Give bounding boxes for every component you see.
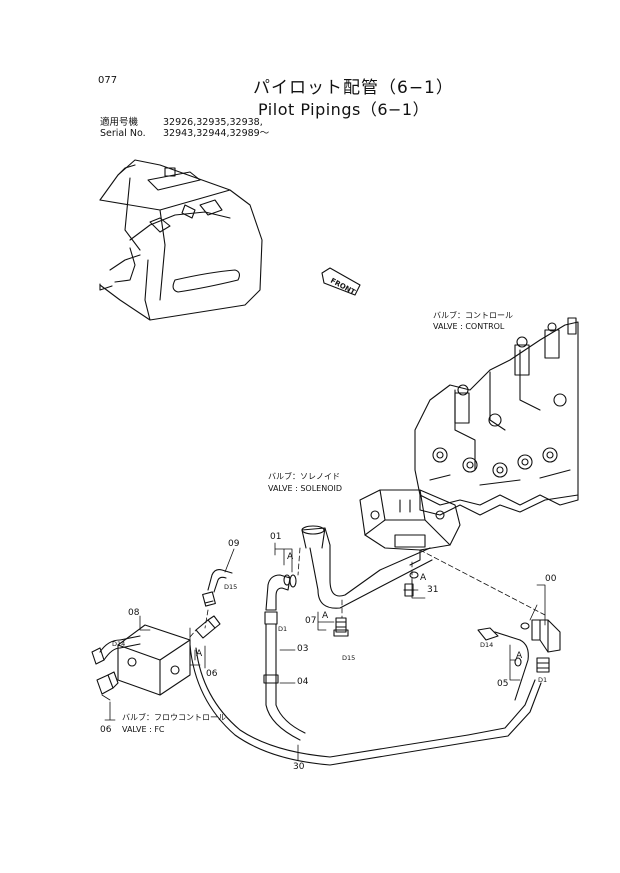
callout-31: 31	[427, 585, 439, 595]
diameter-d14-right: D14	[480, 641, 494, 649]
page-number: 077	[98, 75, 118, 86]
dashed-leader-09	[204, 609, 209, 629]
control-valve-label-jp: バルブ：コントロール	[433, 311, 513, 320]
fitting-31	[403, 571, 419, 597]
serial-label-en: Serial No.	[100, 128, 146, 139]
fitting-09	[202, 591, 216, 607]
diameter-d1-left: D1	[278, 625, 288, 633]
hose-right	[477, 627, 529, 701]
diameter-d15-lower: D15	[342, 654, 356, 662]
diameter-d14-left: D14	[112, 640, 126, 648]
callout-05: 05	[497, 679, 509, 689]
applicable-label-jp: 適用号機	[100, 117, 139, 128]
fc-valve-label-en: VALVE : FC	[122, 725, 165, 734]
callout-09: 09	[228, 539, 240, 549]
callout-03: 03	[297, 644, 309, 654]
page-title-jp: パイロット配管（6−1）	[253, 78, 454, 98]
solenoid-valve-drawing	[359, 489, 461, 566]
serial-numbers-line2: 32943,32944,32989〜	[163, 128, 270, 139]
fitting-08	[91, 635, 141, 665]
callout-04: 04	[297, 677, 309, 687]
callout-06-upper: 06	[206, 669, 218, 679]
fitting-05	[514, 657, 550, 673]
callout-06-lower: 06	[100, 725, 112, 735]
hose-09	[189, 569, 542, 766]
fc-valve-label-jp: バルブ：フロウコントロール	[122, 713, 226, 722]
callout-00: 00	[545, 574, 557, 584]
diameter-d15-upper: D15	[224, 583, 238, 591]
diameter-d1-right: D1	[538, 676, 548, 684]
front-direction-arrow	[321, 267, 361, 296]
callout-01: 01	[270, 532, 282, 542]
dashed-leader-solenoid	[419, 549, 546, 616]
callout-a-01: A	[287, 552, 294, 562]
control-valve-label-en: VALVE : CONTROL	[433, 322, 505, 331]
fitting-00	[520, 619, 561, 653]
fitting-07	[333, 617, 349, 637]
machine-body-drawing	[99, 159, 263, 321]
callout-30: 30	[293, 762, 305, 772]
control-valve-drawing	[414, 317, 579, 516]
dashed-leader-fc	[189, 629, 197, 638]
callout-a-05: A	[516, 651, 523, 661]
solenoid-valve-label-en: VALVE : SOLENOID	[268, 484, 343, 493]
callout-a-06: A	[196, 649, 203, 659]
callout-08: 08	[128, 608, 140, 618]
dashed-leader-01	[297, 547, 301, 576]
page-title-en: Pilot Pipings（6−1）	[258, 100, 430, 119]
solenoid-valve-label-jp: バルブ：ソレノイド	[268, 472, 340, 481]
fitting-01	[265, 574, 297, 611]
serial-numbers-line1: 32926,32935,32938,	[163, 117, 263, 128]
hose-03-04	[263, 611, 306, 741]
fitting-06-lower	[96, 671, 119, 695]
elbow-pipe-drawing	[301, 525, 433, 609]
callout-a-31: A	[420, 573, 427, 583]
fitting-06-upper	[195, 615, 221, 639]
fc-valve-drawing	[117, 624, 191, 696]
callout-a-07: A	[322, 611, 329, 621]
callout-07: 07	[305, 616, 317, 626]
